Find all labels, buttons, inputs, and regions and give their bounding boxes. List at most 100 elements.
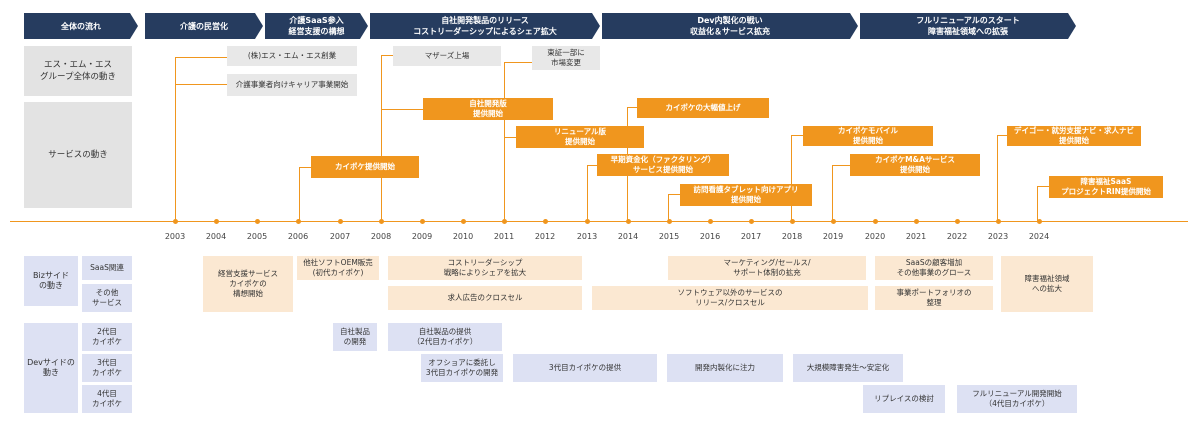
- row-header-dev-2nd: 2代目 カイポケ: [82, 323, 132, 351]
- year-label: 2007: [329, 232, 351, 241]
- row-header-biz-saas: SaaS関連: [82, 256, 132, 280]
- year-label: 2019: [822, 232, 844, 241]
- connector-2015: [668, 194, 669, 222]
- year-label: 2012: [534, 232, 556, 241]
- connector-2013: [587, 165, 588, 222]
- row-header-dev-3rd: 3代目 カイポケ: [82, 354, 132, 382]
- year-dot: [502, 219, 507, 224]
- connector-2024: [1037, 186, 1038, 222]
- year-dot: [790, 219, 795, 224]
- service-event-ma: カイポケM&Aサービス 提供開始: [850, 154, 980, 176]
- dev-item-own-dev: 自社製品 の開発: [333, 323, 377, 351]
- dev-item-4th-gen: フルリニューアル開発開始 （4代目カイポケ）: [957, 385, 1077, 413]
- year-label: 2023: [987, 232, 1009, 241]
- year-dot: [255, 219, 260, 224]
- timeline-axis: [10, 221, 1188, 222]
- phase-full-renewal: フルリニューアルのスタート 障害福祉領域への拡張: [860, 13, 1076, 39]
- phase-overall: 全体の流れ: [24, 13, 138, 39]
- biz-item-marketing: マーケティング/セールス/ サポート体制の拡充: [668, 256, 866, 280]
- year-label: 2014: [617, 232, 639, 241]
- biz-item-other-services: ソフトウェア以外のサービスの リリース/クロスセル: [592, 286, 868, 310]
- connector-2019-a: [832, 165, 850, 166]
- connector-2008-a: [381, 55, 393, 56]
- row-header-group: エス・エム・エス グループ全体の動き: [24, 46, 132, 96]
- year-dot: [379, 219, 384, 224]
- connector-2018-a: [791, 135, 803, 136]
- connector-2023: [997, 135, 998, 222]
- service-event-price-increase: カイポケの大幅値上げ: [637, 98, 769, 118]
- group-event-founding: (株)エス・エム・エス創業: [227, 46, 357, 66]
- year-label: 2005: [246, 232, 268, 241]
- year-dot: [873, 219, 878, 224]
- biz-item-concept: 経営支援サービス カイポケの 構想開始: [203, 256, 293, 312]
- year-label: 2013: [576, 232, 598, 241]
- year-label: 2021: [905, 232, 927, 241]
- service-event-renewal: リニューアル版 提供開始: [516, 126, 644, 148]
- row-header-biz-other: その他 サービス: [82, 284, 132, 312]
- year-dot: [667, 219, 672, 224]
- service-event-daygo: デイゴー・就労支援ナビ・求人ナビ 提供開始: [1007, 126, 1141, 146]
- biz-item-job-ads: 求人広告のクロスセル: [388, 286, 582, 310]
- year-label: 2022: [946, 232, 968, 241]
- connector-2011-a: [504, 62, 532, 63]
- phase-own-product: 自社開発製品のリリース コストリーダーシップによるシェア拡大: [370, 13, 600, 39]
- biz-item-disability: 障害福祉領域 への拡大: [1001, 256, 1093, 312]
- service-event-rin: 障害福祉SaaS プロジェクトRIN提供開始: [1049, 176, 1163, 198]
- biz-item-cost-leadership: コストリーダーシップ 戦略によりシェアを拡大: [388, 256, 582, 280]
- dev-item-outage: 大規模障害発生〜安定化: [793, 354, 903, 382]
- connector-2018: [791, 135, 792, 222]
- group-event-career: 介護事業者向けキャリア事業開始: [227, 74, 357, 96]
- year-dot: [914, 219, 919, 224]
- connector-2019: [832, 165, 833, 222]
- year-label: 2011: [493, 232, 515, 241]
- year-label: 2015: [658, 232, 680, 241]
- year-dot: [543, 219, 548, 224]
- year-dot: [338, 219, 343, 224]
- year-dot: [1037, 219, 1042, 224]
- year-label: 2024: [1028, 232, 1050, 241]
- year-dot: [626, 219, 631, 224]
- biz-item-saas-growth: SaaSの顧客増加 その他事業のグロース: [875, 256, 993, 280]
- dev-item-offshore: オフショアに委託し 3代目カイポケの開発: [421, 354, 503, 382]
- year-dot: [708, 219, 713, 224]
- year-label: 2003: [164, 232, 186, 241]
- year-dot: [214, 219, 219, 224]
- year-label: 2006: [287, 232, 309, 241]
- year-label: 2008: [370, 232, 392, 241]
- connector-2014-a: [627, 107, 637, 108]
- connector-2011-c: [504, 137, 516, 138]
- dev-item-insourcing: 開発内製化に注力: [667, 354, 783, 382]
- row-header-biz: Bizサイド の動き: [24, 256, 78, 306]
- year-dot: [173, 219, 178, 224]
- service-event-kaipoke-launch: カイポケ提供開始: [311, 156, 419, 178]
- connector-2003: [175, 57, 176, 222]
- dev-item-2nd-gen: 自社製品の提供 （2代目カイポケ）: [388, 323, 502, 351]
- year-dot: [749, 219, 754, 224]
- row-header-service: サービスの動き: [24, 102, 132, 208]
- row-header-dev: Devサイドの 動き: [24, 323, 78, 413]
- service-event-inhouse-version: 自社開発版 提供開始: [423, 98, 553, 120]
- year-label: 2018: [781, 232, 803, 241]
- phase-privatization: 介護の民営化: [145, 13, 263, 39]
- service-event-mobile: カイポケモバイル 提供開始: [803, 126, 933, 146]
- group-event-tse1: 東証一部に 市場変更: [532, 46, 600, 70]
- biz-item-portfolio: 事業ポートフォリオの 整理: [875, 286, 993, 310]
- phase-saas-entry: 介護SaaS参入 経営支援の構想: [265, 13, 368, 39]
- service-event-tablet-app: 訪問看護タブレット向けアプリ 提供開始: [680, 184, 812, 206]
- connector-2006: [299, 167, 300, 222]
- year-label: 2009: [411, 232, 433, 241]
- biz-item-oem: 他社ソフトOEM販売 (初代カイポケ): [297, 256, 379, 280]
- year-dot: [831, 219, 836, 224]
- connector-2013-a: [587, 165, 597, 166]
- service-event-factoring: 早期資金化（ファクタリング） サービス提供開始: [597, 154, 729, 176]
- group-event-mothers: マザーズ上場: [393, 46, 501, 66]
- dev-item-replace: リプレイスの検討: [863, 385, 945, 413]
- connector-2011-b: [504, 137, 505, 222]
- year-dot: [420, 219, 425, 224]
- year-label: 2010: [452, 232, 474, 241]
- connector-2008-b: [381, 109, 423, 110]
- year-label: 2004: [205, 232, 227, 241]
- connector-2003-b: [175, 84, 227, 85]
- year-label: 2017: [740, 232, 762, 241]
- dev-item-3rd-gen: 3代目カイポケの提供: [513, 354, 657, 382]
